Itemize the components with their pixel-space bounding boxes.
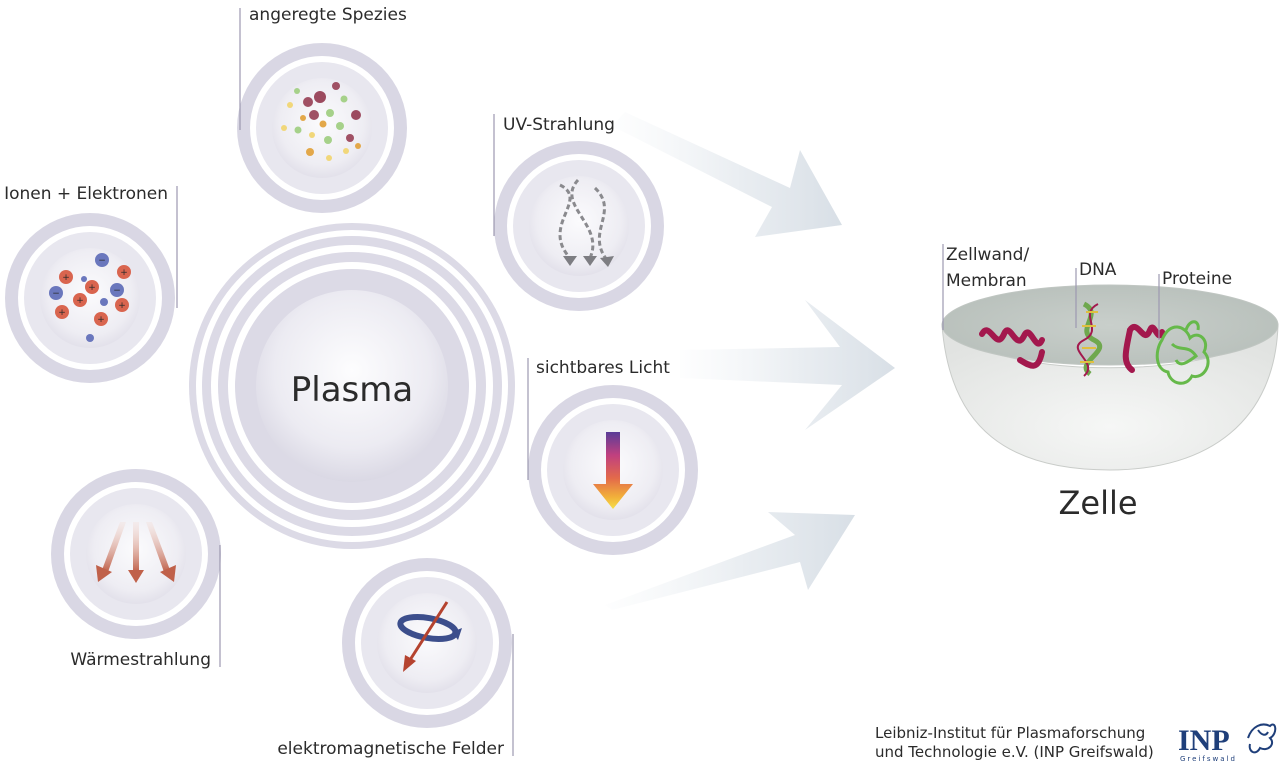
- negative-ion-sign: −: [98, 256, 106, 266]
- arrow-visible: [680, 300, 895, 430]
- positive-ion-sign: +: [62, 273, 70, 283]
- heat-arrows-icon: [96, 522, 176, 583]
- positive-ion-sign: +: [97, 315, 105, 325]
- light-spectrum-arrow-icon: [593, 432, 633, 509]
- em-fields-node: elektromagnetische Felder: [277, 558, 514, 759]
- inp-logo-subtext: Greifswald: [1180, 755, 1237, 763]
- inp-logo: INP Greifswald: [1178, 723, 1277, 763]
- protein-helix-icon: [979, 327, 1045, 369]
- arrow-uv: [612, 112, 842, 237]
- plasma-label: Plasma: [291, 370, 413, 410]
- species-particles-icon: [281, 82, 361, 161]
- membrane-label-line2: Membran: [946, 271, 1027, 291]
- ions-electrons-node: + + + + + + + − − − Ionen + Elektronen: [4, 184, 178, 383]
- heat-radiation-node: Wärmestrahlung: [51, 469, 221, 670]
- excited-species-label: angeregte Spezies: [249, 5, 407, 25]
- positive-ion-sign: +: [88, 283, 96, 293]
- arrow-em: [605, 512, 855, 610]
- visible-light-node: sichtbares Licht: [527, 358, 698, 555]
- credit-line2: und Technologie e.V. (INP Greifswald): [875, 743, 1154, 761]
- uv-wave-arrows-icon: [558, 178, 609, 261]
- proteins-label: Proteine: [1162, 269, 1232, 289]
- em-fields-label: elektromagnetische Felder: [277, 739, 504, 759]
- negative-ion-sign: −: [113, 286, 121, 296]
- ions-electrons-label: Ionen + Elektronen: [4, 184, 168, 204]
- heat-radiation-label: Wärmestrahlung: [70, 650, 211, 670]
- positive-ion-sign: +: [58, 308, 66, 318]
- membrane-label-line1: Zellwand/: [946, 245, 1029, 265]
- dna-double-helix-icon: [1076, 301, 1103, 377]
- credit-line1: Leibniz-Institut für Plasmaforschung: [875, 724, 1145, 742]
- em-field-rotation-icon: [397, 601, 462, 672]
- negative-ion-sign: −: [52, 289, 60, 299]
- excited-species-node: angeregte Spezies: [237, 5, 407, 213]
- positive-ion-sign: +: [118, 301, 126, 311]
- plasma-center: Plasma: [189, 223, 515, 549]
- ions-particles-icon: + + + + + + + − − −: [49, 253, 131, 342]
- cell-title: Zelle: [1058, 484, 1137, 522]
- griffin-icon: [1247, 723, 1277, 754]
- cell-illustration: Zellwand/ Membran DNA Proteine Zelle: [941, 244, 1279, 522]
- positive-ion-sign: +: [76, 296, 84, 306]
- uv-radiation-label: UV-Strahlung: [503, 115, 615, 135]
- visible-light-label: sichtbares Licht: [536, 358, 670, 378]
- inp-logo-text: INP: [1178, 724, 1230, 757]
- credit-block: Leibniz-Institut für Plasmaforschung und…: [875, 724, 1154, 761]
- dna-label: DNA: [1079, 260, 1117, 280]
- uv-radiation-node: UV-Strahlung: [493, 114, 664, 311]
- positive-ion-sign: +: [120, 268, 128, 278]
- globular-protein-icon: [1155, 320, 1210, 385]
